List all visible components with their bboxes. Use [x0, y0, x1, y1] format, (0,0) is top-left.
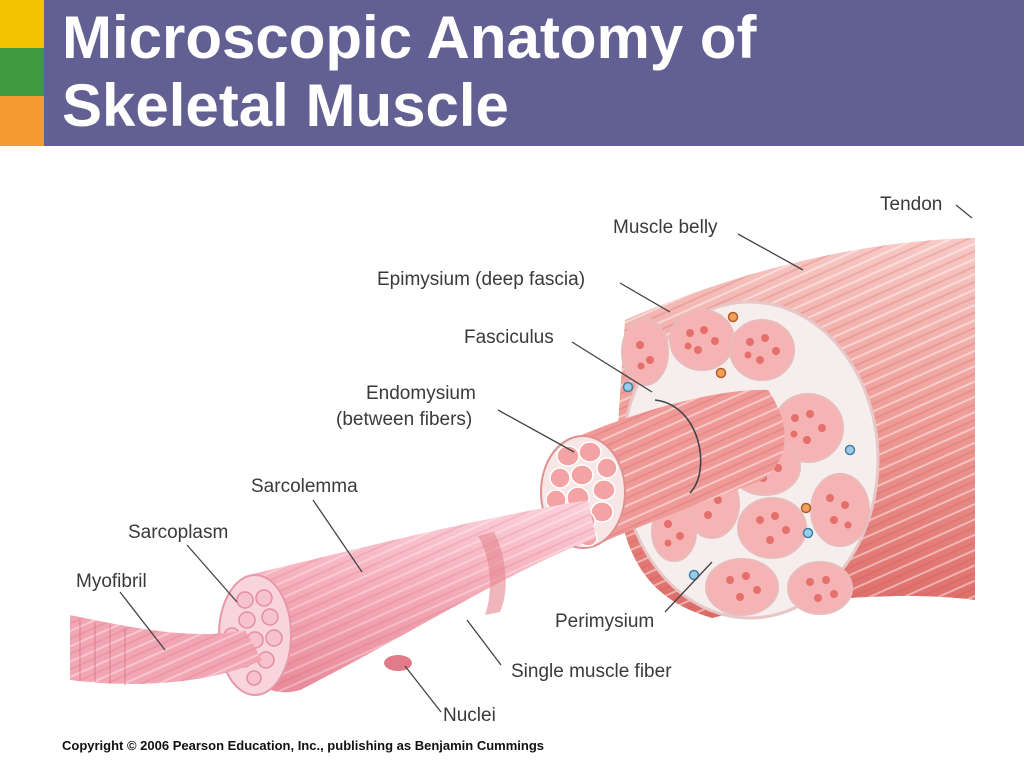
accent-strip-green [0, 48, 44, 96]
label-single-muscle-fiber: Single muscle fiber [511, 661, 672, 682]
label-myofibril: Myofibril [76, 571, 147, 592]
slide-title-line-2: Skeletal Muscle [62, 72, 509, 139]
label-perimysium: Perimysium [555, 611, 654, 632]
label-endomysium-detail: (between fibers) [336, 409, 472, 430]
label-sarcoplasm: Sarcoplasm [128, 522, 228, 543]
label-muscle-belly: Muscle belly [613, 217, 718, 238]
label-nuclei: Nuclei [443, 705, 496, 726]
muscle-anatomy-diagram: Tendon Muscle belly Epimysium (deep fasc… [70, 194, 975, 726]
single-muscle-fiber-shape [218, 500, 596, 696]
label-endomysium: Endomysium [366, 383, 476, 404]
slide-title-line-1: Microscopic Anatomy of [62, 4, 757, 71]
label-epimysium: Epimysium (deep fascia) [377, 269, 585, 290]
title-bar [44, 0, 1024, 146]
label-sarcolemma: Sarcolemma [251, 476, 358, 497]
myofibril-shape [70, 615, 262, 685]
accent-strip-yellow [0, 0, 44, 48]
label-tendon: Tendon [880, 194, 942, 215]
slide-title: Microscopic Anatomy of Skeletal Muscle [62, 4, 757, 140]
label-fasciculus: Fasciculus [464, 327, 554, 348]
diagram-labels: Tendon Muscle belly Epimysium (deep fasc… [76, 194, 942, 726]
copyright-notice: Copyright © 2006 Pearson Education, Inc.… [62, 738, 544, 753]
leader-lines [119, 204, 973, 713]
accent-strip-orange [0, 96, 44, 146]
